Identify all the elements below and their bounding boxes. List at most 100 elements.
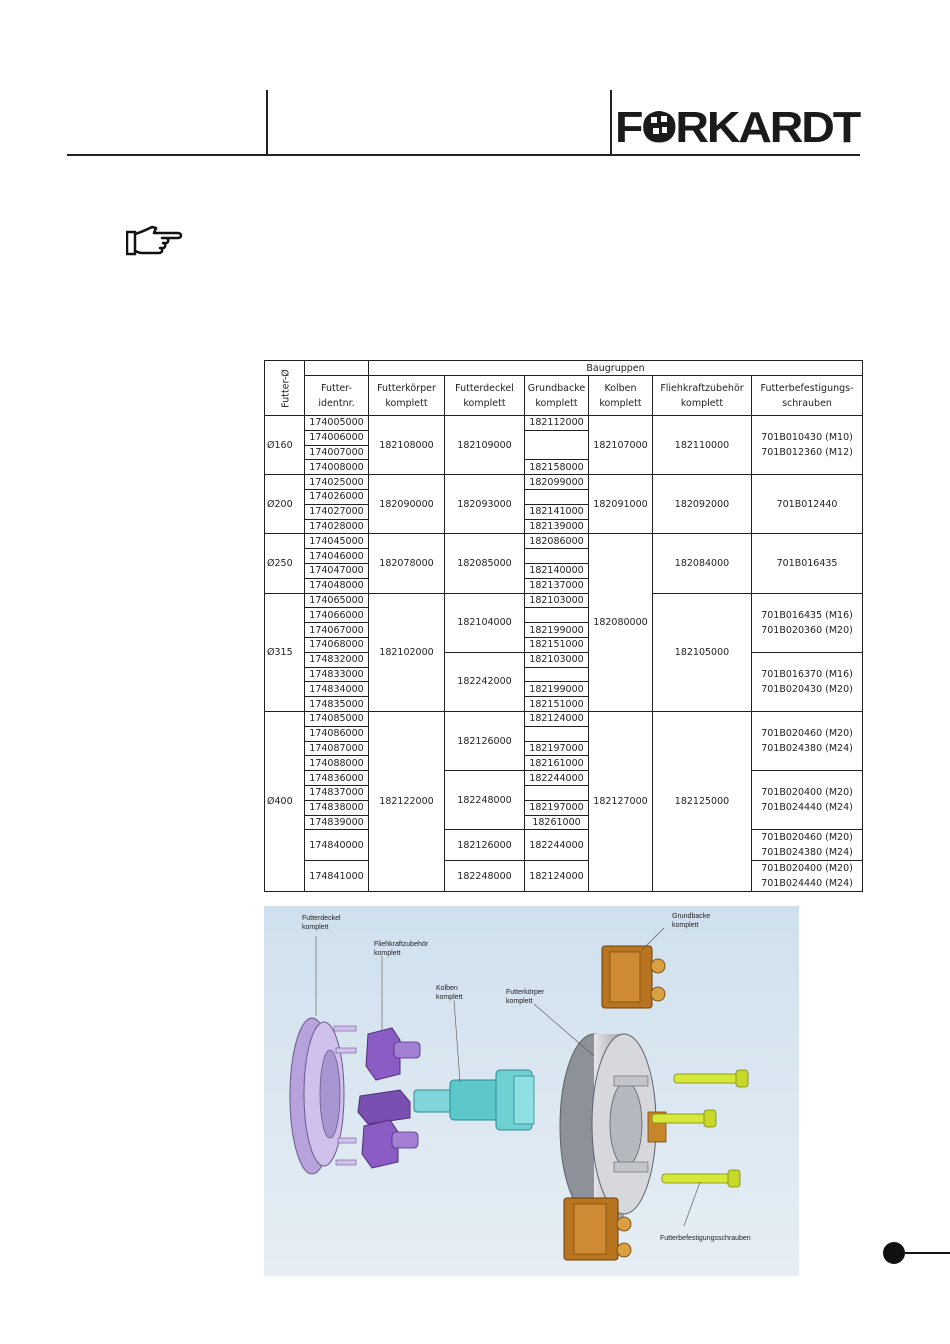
jaw-cell-empty xyxy=(524,607,589,624)
piston-cell: 182107000 xyxy=(588,414,653,476)
parts-table: Futter-Ø Baugruppen Futter-identnr. Futt… xyxy=(264,360,864,893)
jaw-cell-empty xyxy=(524,429,589,461)
header-jaw: Grundbacke komplett xyxy=(524,375,589,416)
ident-cell: 174833000 xyxy=(304,666,369,683)
jaw-cell: 182099000 xyxy=(524,474,589,490)
ident-cell: 174048000 xyxy=(304,577,369,594)
header-cover: Futterdeckel komplett xyxy=(444,375,525,416)
cover-cell: 182126000 xyxy=(444,829,525,862)
piston-cell: 182127000 xyxy=(588,710,653,893)
ident-cell: 174835000 xyxy=(304,696,369,712)
page-marker-line xyxy=(905,1252,950,1254)
jaw-cell-empty xyxy=(524,666,589,683)
screws-cell: 701B020400 (M20)701B024440 (M24) xyxy=(750,770,864,831)
jaw-cell-empty xyxy=(524,548,589,564)
screw-spec: 701B016370 (M16) xyxy=(761,668,853,680)
jaw-cell: 182197000 xyxy=(524,799,589,816)
ident-cell: 174027000 xyxy=(304,503,369,520)
body-part xyxy=(559,1033,667,1219)
jaw-cell: 182199000 xyxy=(524,622,589,638)
screws-cell: 701B010430 (M10)701B012360 (M12) xyxy=(750,414,864,476)
header-baugruppen: Baugruppen xyxy=(367,360,864,376)
header-divider-left xyxy=(266,90,268,156)
jaw-part xyxy=(563,945,666,1261)
jaw-cell: 182086000 xyxy=(524,533,589,550)
cover-part xyxy=(289,1017,357,1175)
centrifugal-cell: 182110000 xyxy=(652,414,752,476)
ident-cell: 174085000 xyxy=(304,710,369,727)
jaw-cell: 182199000 xyxy=(524,681,589,698)
jaw-cell: 182103000 xyxy=(524,651,589,668)
ident-cell: 174045000 xyxy=(304,533,369,550)
label-jaw: Grundbacke komplett xyxy=(672,913,712,929)
ident-cell: 174067000 xyxy=(304,622,369,638)
body-cell: 182102000 xyxy=(368,592,445,712)
header-rule xyxy=(67,154,860,156)
jaw-cell: 182124000 xyxy=(524,710,589,727)
jaw-cell-empty xyxy=(524,784,589,801)
jaw-cell: 182140000 xyxy=(524,562,589,579)
ident-cell: 174087000 xyxy=(304,740,369,757)
screws-cell: 701B020460 (M20)701B024380 (M24) xyxy=(750,829,864,862)
screws-cell: 701B012440 xyxy=(750,474,864,535)
jaw-cell: 182137000 xyxy=(524,577,589,594)
jaw-cell: 182158000 xyxy=(524,459,589,476)
jaw-cell: 18261000 xyxy=(524,814,589,831)
screws-cell: 701B016370 (M16) 701B020430 (M20) xyxy=(750,651,864,712)
ident-cell: 174832000 xyxy=(304,651,369,668)
screw-spec: 701B024380 (M24) xyxy=(761,847,853,859)
cover-cell: 182109000 xyxy=(444,414,525,476)
body-cell: 182078000 xyxy=(368,533,445,594)
ident-cell: 174028000 xyxy=(304,518,369,535)
ident-cell: 174088000 xyxy=(304,755,369,772)
centrifugal-cell: 182125000 xyxy=(652,710,752,893)
centrifugal-cell: 182105000 xyxy=(652,592,752,712)
diameter-cell: Ø315 xyxy=(264,592,305,712)
ident-cell: 174047000 xyxy=(304,562,369,579)
ident-cell: 174837000 xyxy=(304,784,369,801)
ident-cell: 174066000 xyxy=(304,607,369,624)
ident-cell: 174840000 xyxy=(304,829,369,862)
ident-cell: 174839000 xyxy=(304,814,369,831)
ident-cell: 174838000 xyxy=(304,799,369,816)
exploded-chuck-figure: Futterdeckel komplett Fliehkraftzubehör … xyxy=(264,906,799,1276)
cover-cell: 182085000 xyxy=(444,533,525,594)
ident-cell: 174006000 xyxy=(304,429,369,446)
cover-cell: 182104000 xyxy=(444,592,525,653)
label-screws: Futterbefestigungsschrauben xyxy=(660,1235,751,1242)
jaw-cell: 182197000 xyxy=(524,740,589,757)
ident-cell: 174836000 xyxy=(304,770,369,786)
jaw-cell-empty xyxy=(524,725,589,742)
label-centrifugal: Fliehkraftzubehör komplett xyxy=(374,941,430,957)
screw-spec: 701B020360 (M20) xyxy=(761,624,853,636)
header-centrifugal: Fliehkraftzubehör komplett xyxy=(652,375,752,416)
jaw-cell: 182161000 xyxy=(524,755,589,772)
ident-cell: 174841000 xyxy=(304,860,369,893)
diameter-cell: Ø250 xyxy=(264,533,305,594)
page-marker-dot xyxy=(883,1242,905,1264)
centrifugal-cell: 182092000 xyxy=(652,474,752,535)
header-blank xyxy=(304,360,369,376)
screw-spec: 701B016435 (M16) xyxy=(761,609,853,621)
centrifugal-cell: 182084000 xyxy=(652,533,752,594)
screws-cell: 701B020400 (M20) 701B024440 (M24) xyxy=(750,860,864,893)
cover-cell: 182248000 xyxy=(444,860,525,893)
header-piston: Kolben komplett xyxy=(588,375,653,416)
screws-cell: 701B016435 xyxy=(750,533,864,594)
screw-spec: 701B020430 (M20) xyxy=(761,683,853,695)
ident-cell: 174007000 xyxy=(304,444,369,461)
screw-spec: 701B020400 (M20) xyxy=(761,863,853,875)
diameter-cell: Ø200 xyxy=(264,474,305,535)
ident-cell: 174086000 xyxy=(304,725,369,742)
screws-part xyxy=(651,1069,749,1188)
screw-spec: 701B024440 (M24) xyxy=(761,878,853,890)
centrifugal-part xyxy=(357,1027,421,1169)
header-body: Futterkörper komplett xyxy=(368,375,445,416)
ident-cell: 174068000 xyxy=(304,636,369,653)
body-cell: 182090000 xyxy=(368,474,445,535)
screw-spec: 701B020400 (M20) xyxy=(761,787,853,799)
jaw-cell: 182124000 xyxy=(524,860,589,893)
pointing-hand-icon xyxy=(126,225,183,256)
label-body: Futterkörper komplett xyxy=(506,989,546,1005)
header-screws: Futterbefestigungs-schrauben xyxy=(750,375,864,416)
